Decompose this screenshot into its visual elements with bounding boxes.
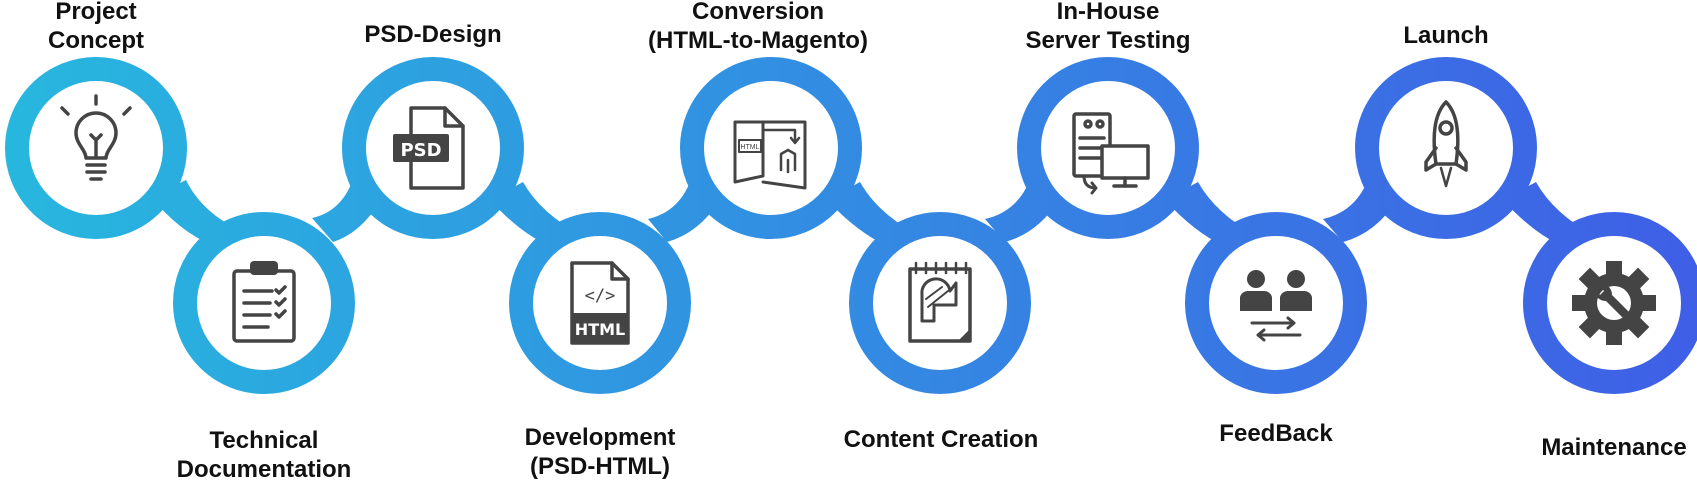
- server-monitor-icon: [1072, 112, 1150, 195]
- html-to-magento-icon: HTML: [733, 120, 807, 190]
- gear-wrench-icon: [1572, 261, 1656, 345]
- step-label-7: In-House Server Testing: [1025, 0, 1191, 54]
- step-label-5: Conversion (HTML-to-Magento): [648, 0, 868, 54]
- step-label-9: Launch: [1403, 22, 1489, 49]
- clipboard-checklist-icon: [232, 261, 296, 343]
- rings: [5, 57, 1697, 394]
- step-ring-9: [1355, 57, 1537, 239]
- content-notepad-icon: [908, 261, 972, 343]
- step-ring-5: [680, 57, 862, 239]
- step-label-2: Technical Documentation: [176, 427, 352, 483]
- step-label-8: FeedBack: [1219, 420, 1333, 447]
- rocket-icon: [1424, 100, 1468, 188]
- step-label-4: Development (PSD-HTML): [524, 424, 676, 480]
- html-file-icon: </> HTML: [570, 261, 630, 345]
- step-ring-8: [1185, 212, 1367, 394]
- step-label-1: Project Concept: [48, 0, 144, 54]
- lightbulb-icon: [60, 94, 132, 181]
- psd-file-icon: PSD: [393, 106, 465, 190]
- step-label-10: Maintenance: [1541, 434, 1687, 461]
- step-ring-4: [509, 212, 691, 394]
- psd-icon-text: PSD: [400, 140, 441, 161]
- step-label-6: Content Creation: [843, 426, 1039, 453]
- step-ring-6: [849, 212, 1031, 394]
- step-label-3: PSD-Design: [364, 21, 502, 48]
- html-icon-text: HTML: [575, 320, 625, 339]
- people-exchange-icon: [1240, 270, 1312, 342]
- magento-icon-text: HTML: [740, 144, 759, 151]
- code-glyph: </>: [585, 286, 616, 306]
